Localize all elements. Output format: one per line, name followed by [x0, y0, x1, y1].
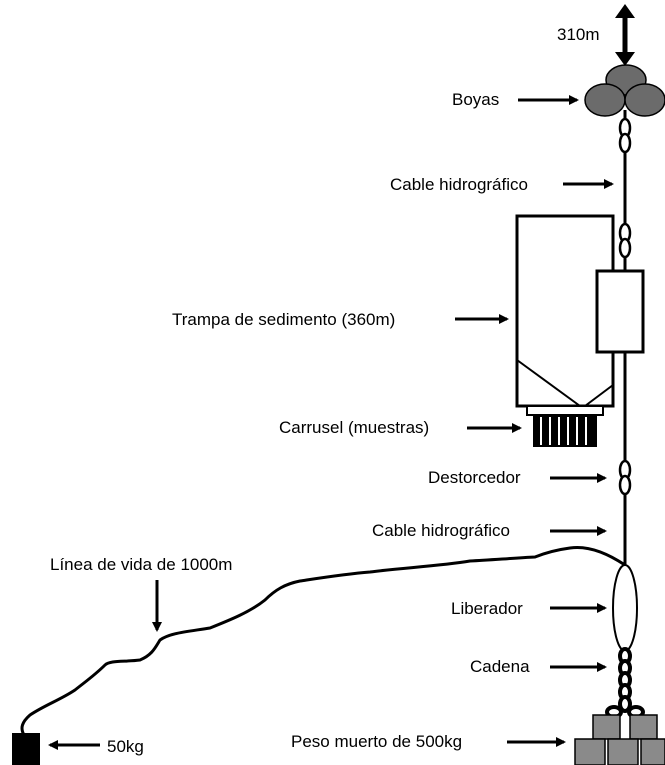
- dead-weight-shape: [574, 714, 665, 765]
- small-weight-shape: [12, 733, 40, 765]
- label-depth-top: 310m: [557, 25, 600, 44]
- label-cable-lower: Cable hidrográfico: [372, 521, 510, 540]
- pointer-arrows: [48, 95, 614, 750]
- releaser-shape: [612, 564, 638, 652]
- carousel-shape: [526, 405, 604, 447]
- label-dead-weight: Peso muerto de 500kg: [291, 732, 463, 751]
- upper-links: [618, 117, 632, 154]
- label-releaser: Liberador: [451, 599, 523, 618]
- label-cable-upper: Cable hidrográfico: [390, 175, 528, 194]
- label-trap: Trampa de sedimento (360m): [172, 310, 396, 329]
- lifeline-rope: [20, 545, 626, 736]
- buoys-shape: [584, 64, 665, 117]
- label-buoys: Boyas: [452, 90, 500, 109]
- label-lifeline: Línea de vida de 1000m: [50, 555, 233, 574]
- label-carousel: Carrusel (muestras): [279, 418, 430, 437]
- mid-links: [618, 222, 632, 259]
- label-chain: Cadena: [470, 657, 530, 676]
- sediment-trap-shape: [515, 214, 645, 408]
- swivel-shape: [618, 459, 632, 496]
- chain-shape: [605, 647, 645, 719]
- depth-double-arrow: [615, 4, 635, 66]
- label-small-weight: 50kg: [107, 737, 144, 756]
- label-swivel: Destorcedor: [428, 468, 521, 487]
